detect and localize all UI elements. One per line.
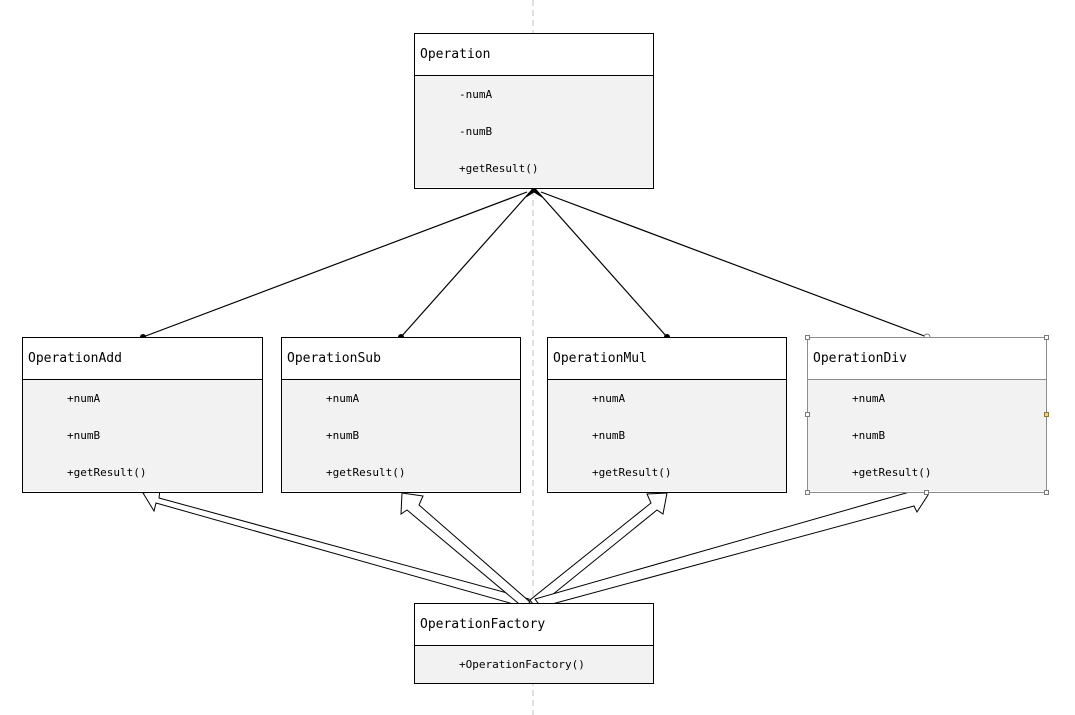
class-operation-sub[interactable]: OperationSub +numA +numB +getResult() bbox=[281, 337, 521, 493]
member-getresult: +getResult() bbox=[67, 466, 147, 479]
class-operation-add-name: OperationAdd bbox=[23, 338, 262, 380]
block-arrow-to-sub[interactable] bbox=[400, 492, 531, 609]
class-operation-factory-members: +OperationFactory() bbox=[415, 646, 653, 683]
class-operation-div-name: OperationDiv bbox=[808, 338, 1046, 380]
class-operation-add[interactable]: OperationAdd +numA +numB +getResult() bbox=[22, 337, 263, 493]
connector-mul-to-operation[interactable] bbox=[537, 191, 668, 338]
class-operation-div-members: +numA +numB +getResult() bbox=[808, 380, 1046, 491]
resize-handle-bottom-right[interactable] bbox=[1044, 490, 1049, 495]
inheritance-connectors bbox=[140, 186, 931, 341]
class-operation-factory-name: OperationFactory bbox=[415, 604, 653, 646]
member-numb: +numB bbox=[592, 429, 626, 442]
member-getresult: +getResult() bbox=[592, 466, 672, 479]
class-operation-add-members: +numA +numB +getResult() bbox=[23, 380, 262, 491]
class-operation-mul-members: +numA +numB +getResult() bbox=[548, 380, 786, 491]
class-operation-factory[interactable]: OperationFactory +OperationFactory() bbox=[414, 603, 654, 684]
member-numb: +numB bbox=[67, 429, 101, 442]
arrowhead-operation bbox=[525, 186, 543, 198]
member-numa: +numA bbox=[326, 392, 360, 405]
class-operation-mul[interactable]: OperationMul +numA +numB +getResult() bbox=[547, 337, 787, 493]
member-numb: -numB bbox=[459, 125, 493, 138]
member-getresult: +getResult() bbox=[459, 162, 539, 175]
resize-handle-mid-right[interactable] bbox=[1044, 412, 1049, 417]
resize-handle-top-left[interactable] bbox=[805, 335, 810, 340]
class-operation-members: -numA -numB +getResult() bbox=[415, 76, 653, 187]
class-operation-div[interactable]: OperationDiv +numA +numB +getResult() bbox=[807, 337, 1047, 493]
member-operationfactory: +OperationFactory() bbox=[459, 658, 585, 671]
class-operation-name: Operation bbox=[415, 34, 653, 76]
connector-div-to-operation[interactable] bbox=[540, 191, 928, 338]
block-arrow-to-add[interactable] bbox=[142, 489, 530, 608]
class-operation-sub-members: +numA +numB +getResult() bbox=[282, 380, 520, 491]
resize-handle-bottom-mid[interactable] bbox=[924, 490, 929, 495]
block-arrow-to-div[interactable] bbox=[534, 482, 929, 608]
class-operation-mul-name: OperationMul bbox=[548, 338, 786, 380]
block-arrow-to-mul[interactable] bbox=[529, 492, 668, 609]
connector-add-to-operation[interactable] bbox=[142, 191, 528, 338]
connector-sub-to-operation[interactable] bbox=[400, 191, 531, 338]
member-getresult: +getResult() bbox=[326, 466, 406, 479]
factory-block-arrows bbox=[142, 482, 929, 609]
class-operation-sub-name: OperationSub bbox=[282, 338, 520, 380]
resize-handle-top-right[interactable] bbox=[1044, 335, 1049, 340]
member-numb: +numB bbox=[326, 429, 360, 442]
member-numa: +numA bbox=[67, 392, 101, 405]
member-numa: +numA bbox=[852, 392, 886, 405]
resize-handle-bottom-left[interactable] bbox=[805, 490, 810, 495]
member-getresult: +getResult() bbox=[852, 466, 932, 479]
member-numa: -numA bbox=[459, 88, 493, 101]
resize-handle-mid-left[interactable] bbox=[805, 412, 810, 417]
member-numb: +numB bbox=[852, 429, 886, 442]
class-operation[interactable]: Operation -numA -numB +getResult() bbox=[414, 33, 654, 189]
member-numa: +numA bbox=[592, 392, 626, 405]
